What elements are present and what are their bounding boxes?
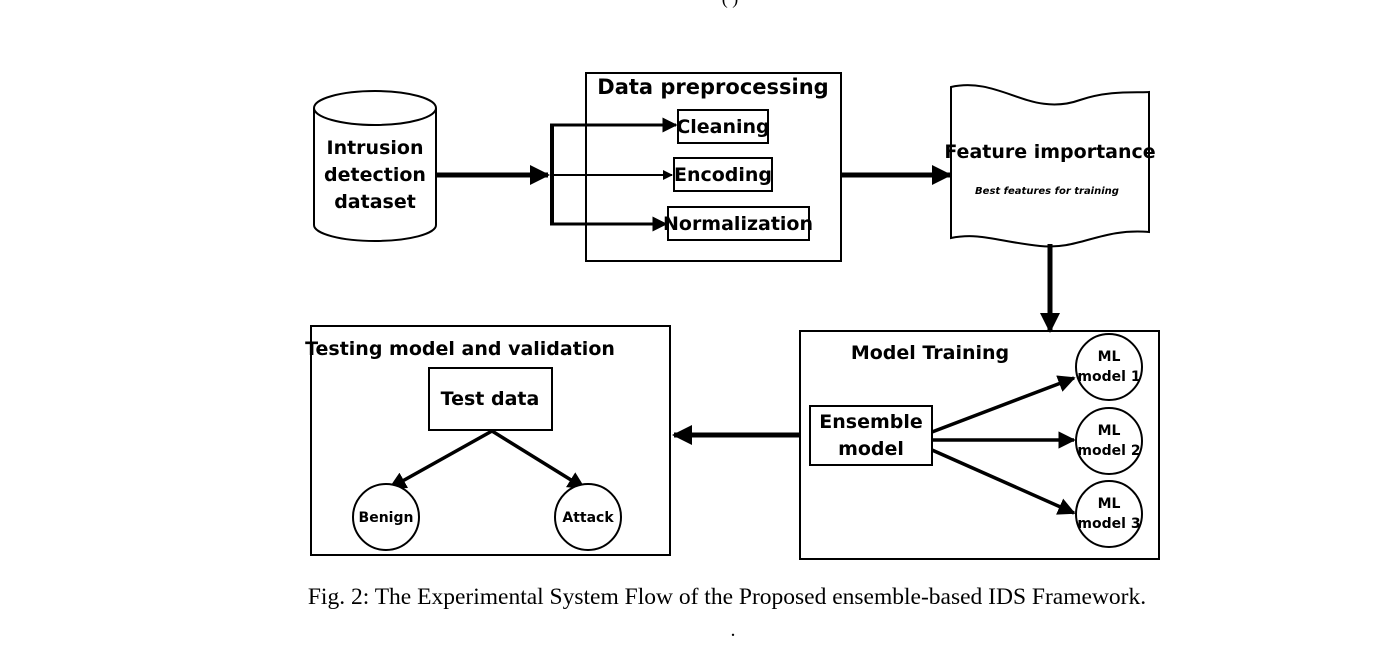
- ml-model-2: ML model 2: [1075, 407, 1143, 475]
- outcome-attack: Attack: [554, 483, 622, 551]
- feature-importance-subtitle: Best features for training: [975, 186, 1119, 197]
- figure-caption: Fig. 2: The Experimental System Flow of …: [308, 584, 1146, 610]
- ml-model-3: ML model 3: [1075, 480, 1143, 548]
- testing-panel: Testing model and validation: [305, 325, 671, 556]
- caption-trailing-dot: .: [731, 619, 736, 641]
- test-data-branch-arrows: [388, 429, 586, 490]
- preprocessing-title: Data preprocessing: [597, 75, 828, 99]
- step-cleaning-label: Cleaning: [676, 116, 769, 138]
- ensemble-label-line-1: Ensemble: [819, 411, 923, 433]
- ml-model-1-line-2: model 1: [1077, 369, 1140, 385]
- model-training-title: Model Training: [851, 342, 1009, 364]
- step-normalization: Normalization: [663, 206, 813, 241]
- dataset-cylinder: Intrusion detection dataset: [313, 90, 437, 242]
- testing-title: Testing model and validation: [305, 338, 615, 360]
- ensemble-model-box: Ensemble model: [809, 405, 933, 466]
- dataset-label-line-3: dataset: [334, 191, 416, 213]
- preprocessing-panel: Data preprocessing: [585, 72, 842, 262]
- model-training-panel: Model Training: [799, 330, 1160, 560]
- top-cut-fragment: ( ): [722, 0, 739, 9]
- step-normalization-label: Normalization: [663, 213, 813, 235]
- dataset-label-line-1: Intrusion: [327, 137, 424, 159]
- ml-model-1-line-1: ML: [1098, 349, 1121, 365]
- outcome-attack-label: Attack: [562, 510, 614, 526]
- ml-model-1: ML model 1: [1075, 333, 1143, 401]
- feature-importance-document: Feature importance Best features for tra…: [944, 84, 1156, 248]
- outcome-benign-label: Benign: [359, 510, 414, 526]
- ml-model-3-line-1: ML: [1098, 496, 1121, 512]
- ml-model-3-line-2: model 3: [1077, 516, 1140, 532]
- ensemble-label-line-2: model: [838, 438, 904, 460]
- test-data-box: Test data: [428, 367, 553, 431]
- feature-importance-title: Feature importance: [944, 141, 1155, 163]
- test-data-label: Test data: [441, 388, 540, 410]
- step-encoding-label: Encoding: [674, 164, 772, 186]
- step-encoding: Encoding: [673, 157, 773, 192]
- preprocessing-branch: [550, 117, 678, 232]
- ml-model-2-line-2: model 2: [1077, 443, 1140, 459]
- step-cleaning: Cleaning: [676, 109, 770, 144]
- ensemble-to-models-arrows: [931, 375, 1076, 515]
- ml-model-2-line-1: ML: [1098, 423, 1121, 439]
- outcome-benign: Benign: [352, 483, 420, 551]
- dataset-label-line-2: detection: [324, 164, 426, 186]
